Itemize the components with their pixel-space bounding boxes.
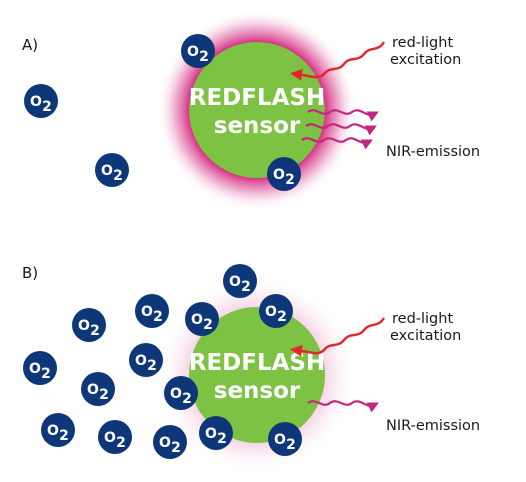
svg-text:2: 2	[217, 431, 227, 447]
panel-b: B) REDFLASH sensor red-light excitation …	[22, 264, 480, 475]
svg-text:2: 2	[113, 168, 123, 184]
panel-a-excitation-label-line2: excitation	[390, 52, 461, 68]
svg-text:O: O	[29, 361, 41, 377]
panel-b-sensor	[189, 307, 325, 443]
svg-text:2: 2	[286, 437, 296, 453]
panel-a-emission-arrow-1	[307, 109, 379, 122]
svg-text:O: O	[274, 432, 286, 448]
panel-b-excitation-label-line1: red-light	[392, 311, 453, 327]
panel-b-sensor-title: REDFLASH	[189, 350, 326, 376]
panel-b-excitation-label-line2: excitation	[390, 328, 461, 344]
svg-text:2: 2	[277, 309, 287, 325]
panel-a-emission-label: NIR-emission	[386, 144, 480, 160]
svg-text:2: 2	[116, 435, 126, 451]
panel-b-label: B)	[22, 264, 38, 282]
panel-a-emission-arrow-2	[305, 123, 377, 136]
svg-text:2: 2	[99, 387, 109, 403]
svg-text:O: O	[159, 435, 171, 451]
svg-text:O: O	[104, 430, 116, 446]
svg-text:O: O	[47, 423, 59, 439]
svg-text:2: 2	[42, 99, 52, 115]
svg-text:2: 2	[241, 279, 251, 295]
panel-a-sensor-title: REDFLASH	[189, 85, 326, 111]
svg-text:O: O	[87, 382, 99, 398]
svg-text:O: O	[78, 318, 90, 334]
panel-b-excitation-arrow	[290, 317, 386, 357]
svg-text:2: 2	[182, 391, 192, 407]
panel-a-excitation-arrow	[290, 41, 386, 81]
panel-a-excitation-label-line1: red-light	[392, 35, 453, 51]
svg-text:2: 2	[171, 440, 181, 456]
svg-text:O: O	[273, 167, 285, 183]
svg-text:O: O	[187, 44, 199, 60]
svg-text:2: 2	[203, 317, 213, 333]
panel-a-label: A)	[22, 36, 38, 54]
panel-b-sensor-subtitle: sensor	[214, 378, 301, 404]
svg-text:2: 2	[147, 358, 157, 374]
panel-b-emission-label: NIR-emission	[386, 418, 480, 434]
panel-a: A) REDFLASH sensor red-light excitation …	[22, 10, 480, 210]
panel-a-emission-arrow-3	[301, 137, 373, 150]
svg-text:2: 2	[199, 49, 209, 65]
panel-b-emission-arrow	[307, 400, 379, 413]
svg-text:O: O	[141, 304, 153, 320]
svg-text:2: 2	[59, 428, 69, 444]
svg-text:O: O	[191, 312, 203, 328]
svg-text:O: O	[135, 353, 147, 369]
svg-text:O: O	[170, 386, 182, 402]
svg-text:O: O	[265, 304, 277, 320]
svg-text:O: O	[229, 274, 241, 290]
svg-text:2: 2	[90, 323, 100, 339]
svg-text:O: O	[101, 163, 113, 179]
svg-text:2: 2	[153, 309, 163, 325]
svg-text:2: 2	[41, 366, 51, 382]
svg-text:O: O	[205, 426, 217, 442]
svg-text:2: 2	[285, 172, 295, 188]
panel-a-sensor-subtitle: sensor	[214, 113, 301, 139]
svg-text:O: O	[30, 94, 42, 110]
